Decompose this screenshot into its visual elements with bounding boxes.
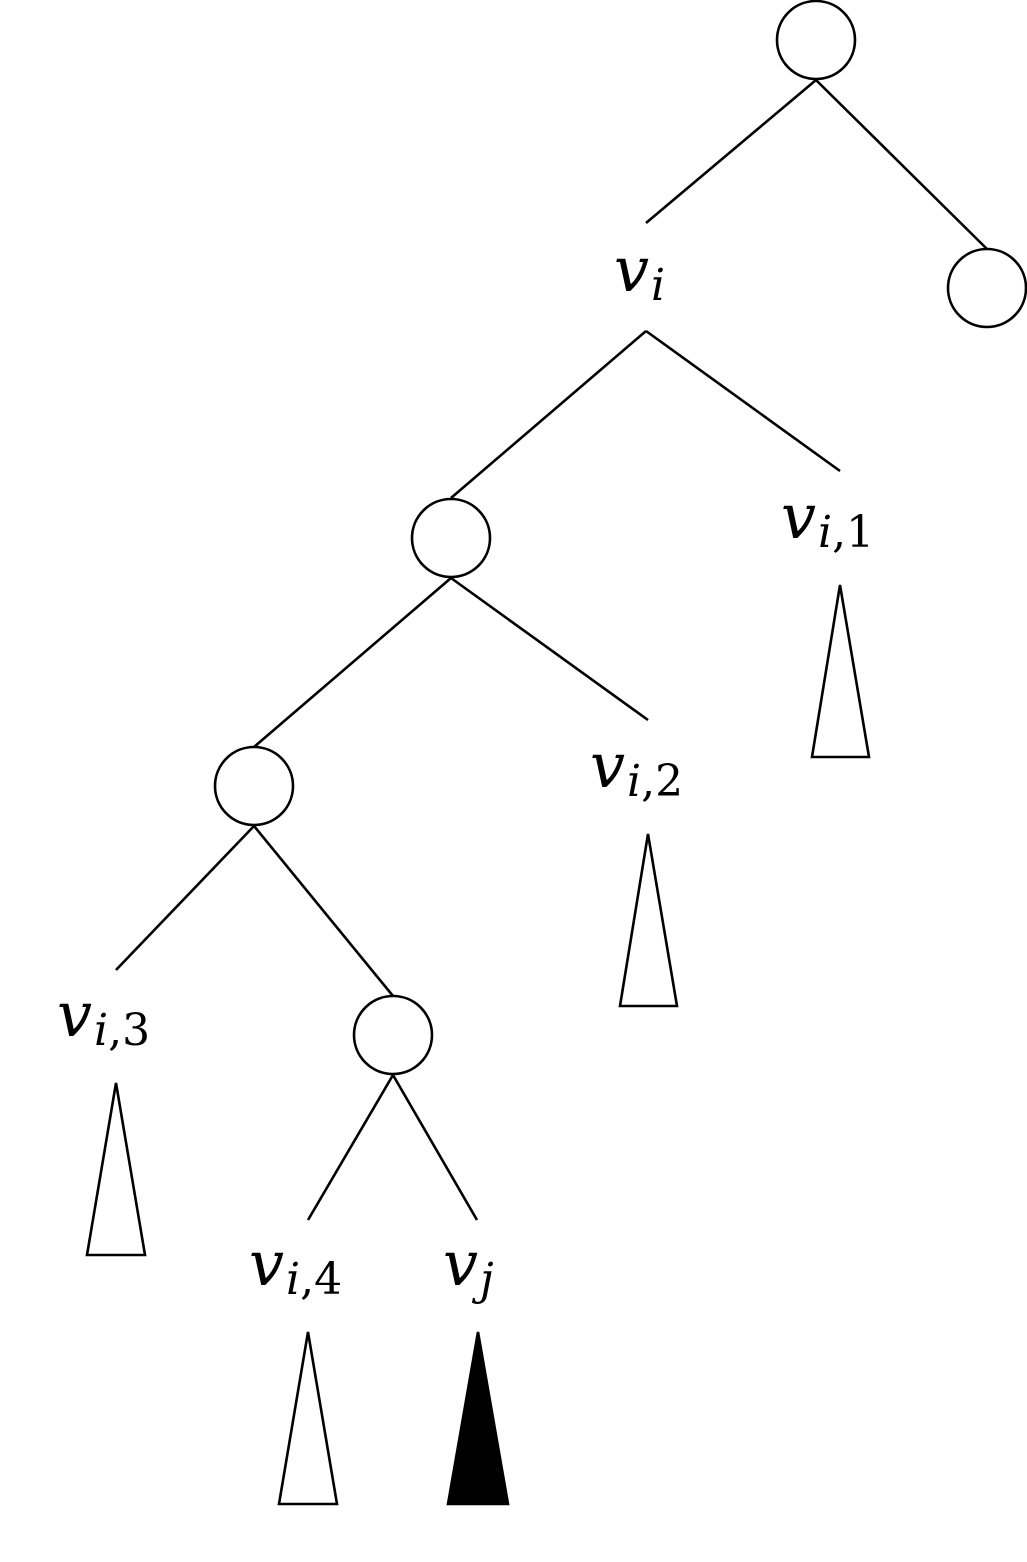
label-v-i-3: vi,3 xyxy=(57,978,150,1056)
label-v-j: vj xyxy=(443,1227,494,1305)
label-v-i-2: vi,2 xyxy=(590,729,683,807)
label-v-i-4-suffix: ,4 xyxy=(300,1254,342,1305)
edge-inner1-to-inner2 xyxy=(253,577,452,748)
tree-edges xyxy=(115,79,988,1221)
subtree-vi1 xyxy=(810,584,871,759)
label-v-j-base: v xyxy=(443,1227,478,1300)
tree-nodes xyxy=(213,0,1027,1076)
edge-inner2-to-vi3 xyxy=(115,825,255,971)
label-v-i-2-suffix: ,2 xyxy=(641,756,683,807)
subtrees xyxy=(85,584,871,1506)
label-v-i-base: v xyxy=(614,233,649,306)
inner-node-2 xyxy=(213,745,295,827)
edge-vi-to-vi1 xyxy=(645,329,841,473)
label-v-i-4: vi,4 xyxy=(249,1227,342,1305)
label-v-i-4-base: v xyxy=(249,1227,284,1300)
label-v-i-2-sub: i xyxy=(627,756,641,807)
label-v-i-3-suffix: ,3 xyxy=(108,1005,150,1056)
root-node xyxy=(775,0,857,81)
label-v-i: vi xyxy=(614,233,665,311)
label-v-i-1-suffix: ,1 xyxy=(832,507,874,558)
right-child-node xyxy=(946,247,1027,329)
label-v-i-4-sub: i xyxy=(286,1254,300,1305)
node-labels: vi vi,1 vi,2 vi,3 vi,4 vj xyxy=(57,233,874,1305)
subtree-vi3 xyxy=(85,1082,147,1257)
label-v-i-1: vi,1 xyxy=(781,480,874,558)
subtree-vj-filled xyxy=(446,1331,510,1506)
label-v-i-1-base: v xyxy=(781,480,816,553)
label-v-i-2-base: v xyxy=(590,729,625,802)
inner-node-1 xyxy=(410,497,492,579)
label-v-i-3-base: v xyxy=(57,978,92,1051)
edge-inner2-to-inner3 xyxy=(252,825,395,997)
label-v-i-1-sub: i xyxy=(818,507,832,558)
edge-inner3-to-vi4 xyxy=(306,1074,395,1221)
label-v-i-3-sub: i xyxy=(94,1005,108,1056)
edge-inner3-to-vj xyxy=(391,1074,479,1221)
inner-node-3 xyxy=(352,994,434,1076)
edge-inner1-to-vi2 xyxy=(450,576,649,722)
edge-vi-to-inner-node-1 xyxy=(450,330,647,499)
edge-root-to-vi xyxy=(645,79,817,224)
edge-root-to-right-node xyxy=(815,79,988,250)
subtree-vi2 xyxy=(618,833,679,1008)
label-v-i-sub: i xyxy=(651,260,665,311)
subtree-vi4 xyxy=(277,1331,339,1506)
